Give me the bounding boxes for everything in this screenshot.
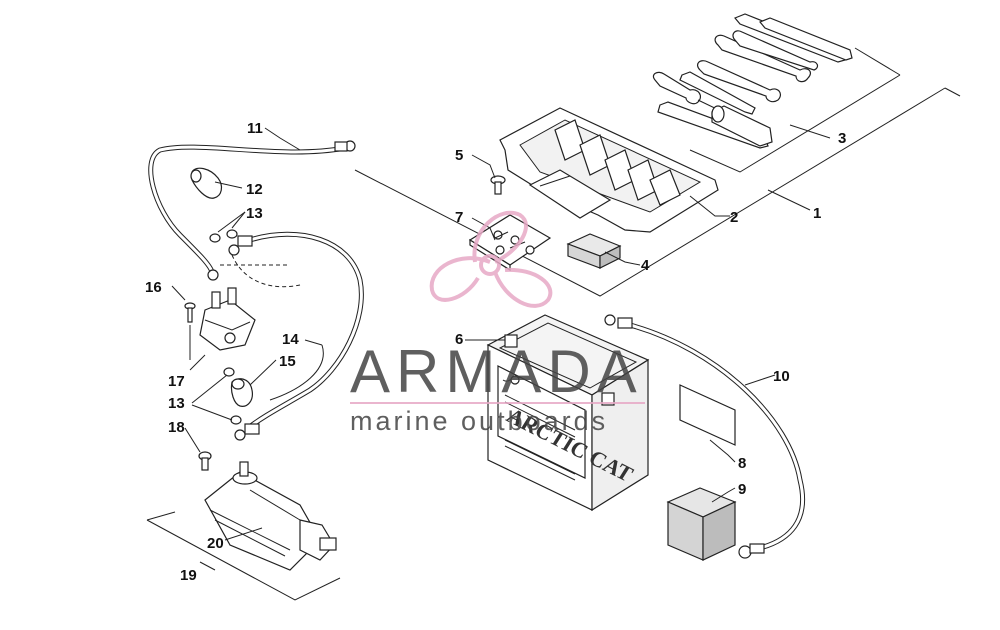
watermark-name: ARMADA	[350, 338, 643, 405]
nut-13-bottom-b	[230, 415, 242, 425]
callout-13-top: 13	[246, 205, 263, 222]
callout-3: 3	[838, 130, 846, 147]
callout-8: 8	[738, 455, 746, 472]
tool-tray	[499, 107, 719, 233]
callout-10: 10	[773, 368, 790, 385]
callout-5: 5	[455, 147, 463, 164]
callout-9: 9	[738, 481, 746, 498]
callout-12: 12	[246, 181, 263, 198]
callout-2: 2	[730, 209, 738, 226]
watermark-logo-icon	[429, 210, 553, 308]
callout-13-bottom: 13	[168, 395, 185, 412]
battery-pad	[666, 487, 737, 561]
watermark-tagline: marine outboards	[350, 406, 608, 436]
battery-label-sticker	[679, 384, 736, 446]
leader-lines	[171, 127, 776, 541]
starter-cable-14	[228, 231, 364, 441]
battery-cable-10	[604, 314, 806, 559]
nut-13-top-b	[226, 229, 238, 239]
callout-14: 14	[282, 331, 299, 348]
tool-kit	[652, 13, 853, 149]
callout-20: 20	[207, 535, 224, 552]
callout-11: 11	[247, 120, 263, 137]
group-bracket-19	[146, 511, 341, 601]
group-bracket-1	[354, 87, 961, 297]
ground-cable-11	[148, 140, 356, 281]
callout-19: 19	[180, 567, 197, 584]
screw-16	[184, 302, 196, 323]
callout-17: 17	[168, 373, 185, 390]
callout-numbers: 1 2 3 4 5 7 6 8 9 10 11 12 13 13 14 15 1…	[145, 120, 846, 584]
callout-7: 7	[455, 209, 463, 226]
foam-pad	[566, 233, 622, 269]
nut-13-bottom-a	[223, 367, 235, 377]
nut-13-top-a	[209, 233, 221, 243]
screw-5	[490, 175, 506, 195]
screw-18	[198, 451, 212, 471]
callout-16: 16	[145, 279, 162, 296]
callout-6: 6	[455, 331, 463, 348]
terminal-boot-12	[190, 167, 223, 199]
starter-solenoid	[199, 287, 256, 351]
callout-15: 15	[279, 353, 296, 370]
terminal-boot-15	[230, 378, 253, 407]
battery: ARCTIC CAT	[486, 314, 650, 512]
starter-motor	[204, 461, 337, 571]
watermark: ARMADA marine outboards	[350, 210, 645, 436]
group-bracket-3	[689, 47, 901, 173]
callout-18: 18	[168, 419, 185, 436]
callout-1: 1	[813, 205, 821, 222]
callout-4: 4	[641, 257, 650, 274]
